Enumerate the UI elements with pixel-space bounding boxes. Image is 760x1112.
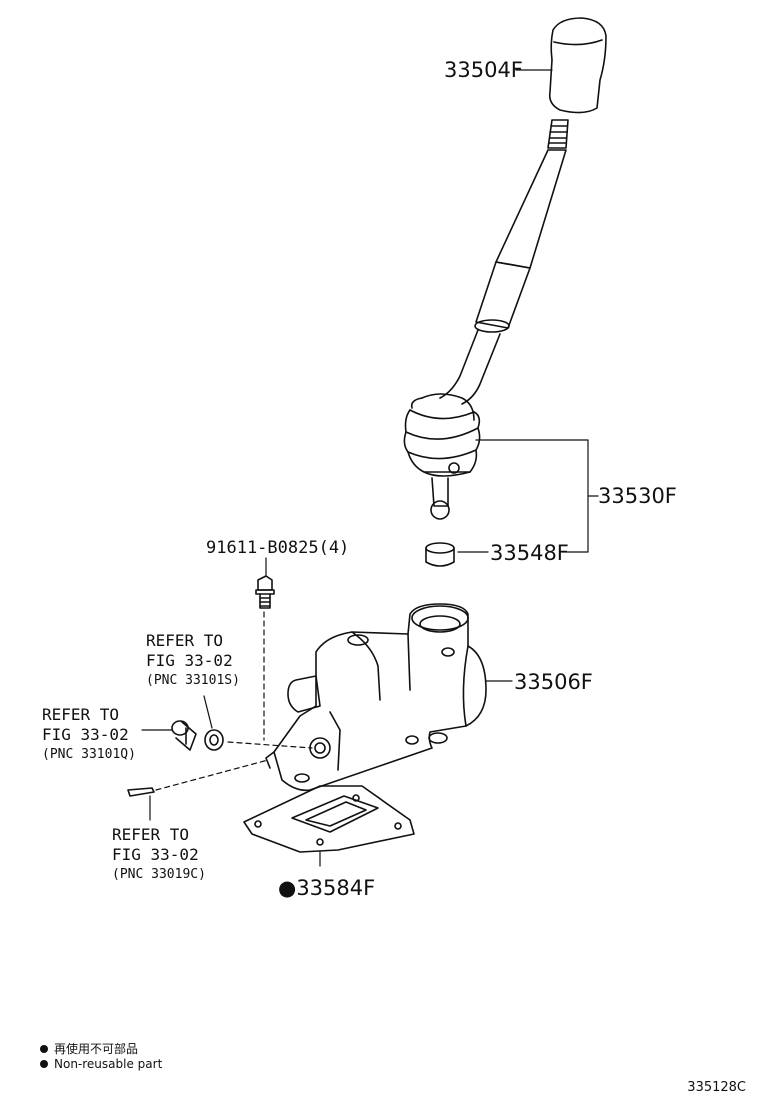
assembly-lines [155,611,313,791]
legend-english: Non-reusable part [40,1057,162,1071]
ref-lower-line2: FIG 33-02 [112,845,199,864]
label-33504f: 33504F [444,58,523,82]
ref-left-line2: FIG 33-02 [42,725,129,744]
label-33506f: 33506F [514,670,593,694]
ref-lower-line1: REFER TO [112,825,189,844]
leader-lines [141,69,599,867]
pin [127,787,155,797]
non-reusable-dot-icon [40,1060,48,1068]
non-reusable-dot-icon [40,1044,48,1053]
shift-housing [265,603,487,792]
shift-lever-rod [439,119,569,405]
figure-id: 335128C [687,1080,746,1095]
label-33584f: ●33584F [278,876,375,900]
ref-left-line1: REFER TO [42,705,119,724]
bushing [425,542,455,567]
ref-upper-line1: REFER TO [146,631,223,650]
label-33530f: 33530F [598,484,677,508]
lever-boot [403,393,481,520]
plug [171,720,197,751]
ref-upper-line2: FIG 33-02 [146,651,233,670]
legend-japanese: 再使用不可部品 [40,1040,138,1057]
label-33548f: 33548F [490,541,569,565]
shift-knob [548,17,607,114]
label-bolt: 91611-B0825(4) [206,538,349,558]
ref-left-line3: (PNC 33101Q) [42,747,136,762]
bolt [255,575,275,609]
ref-lower-line3: (PNC 33019C) [112,867,206,882]
ref-upper-line3: (PNC 33101S) [146,673,240,688]
legend-english-text: Non-reusable part [54,1057,163,1071]
legend-japanese-text: 再使用不可部品 [54,1042,139,1056]
washer [204,729,224,751]
gasket [243,785,415,853]
